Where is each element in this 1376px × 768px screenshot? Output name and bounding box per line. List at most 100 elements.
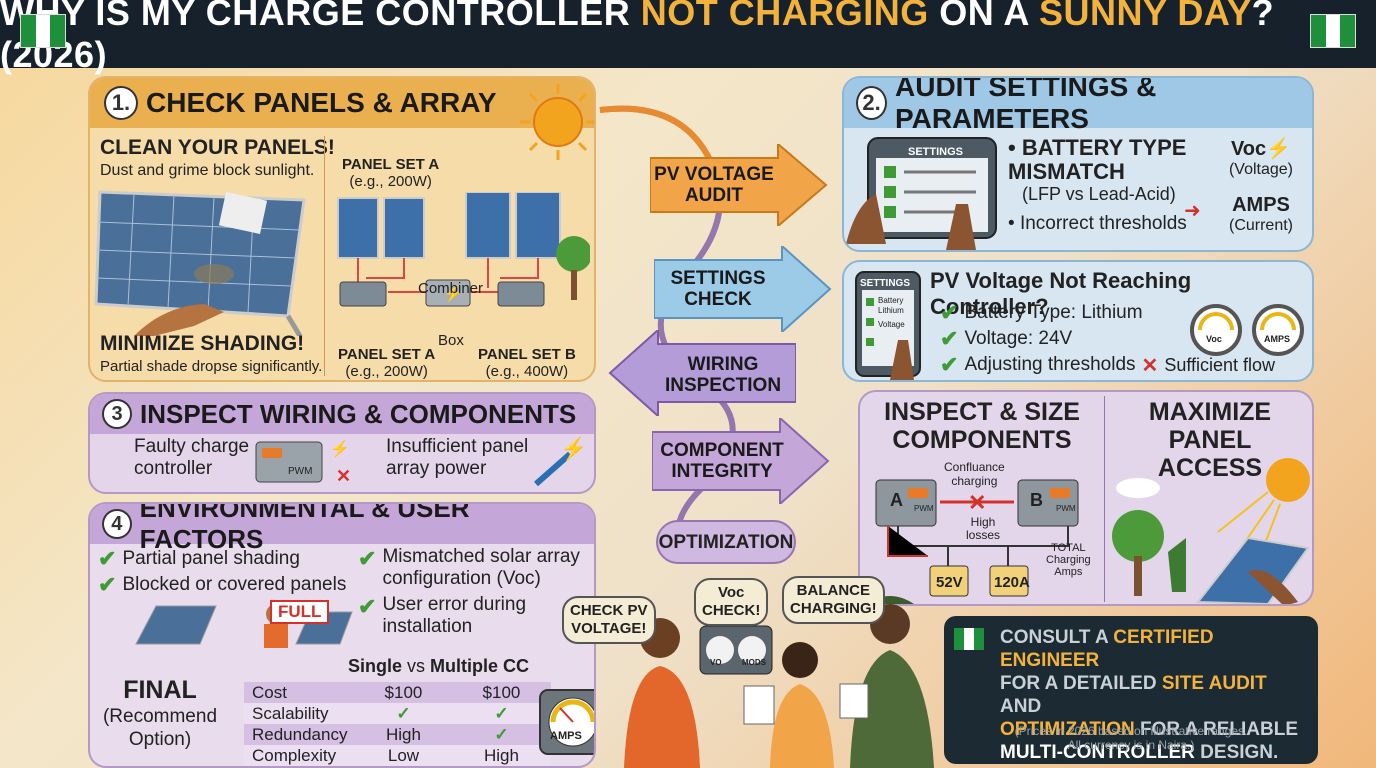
bubble-voc-check: Voc CHECK! xyxy=(694,578,769,626)
title-highlight-sunny-day: SUNNY DAY xyxy=(1039,0,1252,33)
minimize-shading-title: MINIMIZE SHADING! xyxy=(100,332,305,355)
panel1-heading: CHECK PANELS & ARRAY xyxy=(146,87,497,118)
consult-text: CONSULT A CERTIFIED ENGINEER FOR A DETAI… xyxy=(956,626,1306,764)
row-label: Redundancy xyxy=(244,724,356,745)
pv-voltage-audit-step: PV VOLTAGE AUDIT xyxy=(654,164,774,206)
arrow-pv-voltage-shape xyxy=(650,144,828,226)
table-header: Single vs Multiple CC xyxy=(348,656,529,677)
factor-item: ✔User error during installation xyxy=(358,594,580,638)
title-part2: ON A xyxy=(928,0,1040,33)
consult-highlight: OPTIMIZATION xyxy=(1000,719,1135,740)
single-cc-value: $100 xyxy=(355,682,452,703)
consult-text-part: CONSULT A xyxy=(1000,627,1114,648)
amps-title: AMPS xyxy=(1232,194,1290,216)
comparison-row: Cost$100$100 xyxy=(244,682,552,703)
multi-cc-value: $100 xyxy=(451,682,552,703)
row-label: Scalability xyxy=(244,703,356,724)
tablet-title: SETTINGS xyxy=(908,146,964,158)
arrow-wiring-shape xyxy=(608,330,796,416)
pv-item-text: Adjusting thresholds xyxy=(964,354,1136,375)
pv-item: ✔Voltage: 24V xyxy=(940,326,1275,352)
maximize-access-title: MAXIMIZE PANEL ACCESS xyxy=(1148,398,1272,482)
consult-line: CONSULT A CERTIFIED ENGINEER xyxy=(1000,626,1306,672)
cross-icon: ✕ xyxy=(1141,354,1159,377)
inspect-size-title: INSPECT & SIZE COMPONENTS xyxy=(884,398,1080,454)
panel-set-a-bottom: PANEL SET A(e.g., 200W) xyxy=(338,346,435,380)
svg-text:⚡: ⚡ xyxy=(330,439,350,458)
comparison-row: Scalability✓✓ xyxy=(244,703,552,724)
step-number: 2. xyxy=(856,86,888,120)
insufficient-power-text: Insufficient panel array power xyxy=(386,436,529,479)
right-factor-list: ✔Mismatched solar array configuration (V… xyxy=(358,546,580,638)
box-label: Box xyxy=(438,332,464,349)
panel-environmental-factors: 4 ENVIRONMENTAL & USER FACTORS ✔Partial … xyxy=(88,502,596,768)
pv-item-text: Voltage: 24V xyxy=(964,328,1073,349)
check-icon: ✔ xyxy=(98,546,117,571)
combiner-label: Combiner xyxy=(418,280,484,297)
pv-item: ✔Adjusting thresholds✕Sufficient flow xyxy=(940,352,1275,378)
check-icon: ✔ xyxy=(940,326,959,351)
title-part1: WHY IS MY CHARGE CONTROLLER xyxy=(0,0,641,33)
high-losses-label: High losses xyxy=(966,515,1001,542)
check-icon: ✔ xyxy=(940,352,959,377)
red-arrow-icon: ➜ xyxy=(1184,200,1201,222)
full-label: FULL xyxy=(270,600,330,624)
single-cc-value: High xyxy=(355,724,452,745)
amps-sub: (Current) xyxy=(1228,217,1293,234)
multi-cc-value: High xyxy=(451,745,552,766)
divider xyxy=(1104,396,1105,602)
check-icon: ✔ xyxy=(940,300,959,325)
controller-a-type: PWM xyxy=(914,504,934,513)
factor-item: ✔Partial panel shading xyxy=(98,546,346,572)
consult-line: FOR A DETAILED SITE AUDIT AND xyxy=(1000,672,1306,718)
table-header-single: Single xyxy=(348,656,403,676)
phone-title: SETTINGS xyxy=(860,278,911,289)
amps-label-block: AMPS (Current) xyxy=(1216,194,1306,235)
single-cc-value: Low xyxy=(355,745,452,766)
multi-cc-value: ✓ xyxy=(451,724,552,745)
panel4-heading: ENVIRONMENTAL & USER FACTORS xyxy=(139,502,470,554)
amps-gauge-label: AMPS xyxy=(550,730,582,742)
audit-bullets: • BATTERY TYPE MISMATCH (LFP vs Lead-Aci… xyxy=(1008,136,1208,235)
table-header-vs: vs xyxy=(402,656,431,676)
panel-array-diagram: ⚡ xyxy=(337,192,590,307)
settings-check-step: SETTINGS CHECK xyxy=(670,268,766,310)
battery-52v-label: 52V xyxy=(936,574,963,591)
tablet-settings-icon xyxy=(846,137,997,250)
engineers-illustration xyxy=(624,596,934,768)
factor-text: Mismatched solar array configuration (Vo… xyxy=(382,546,580,589)
row-label: Cost xyxy=(244,682,356,703)
arrow-component-shape xyxy=(652,418,830,504)
gauge-amps-label: AMPS xyxy=(1264,334,1291,344)
panel-pv-voltage: SETTINGS Battery Lithium Voltage PV Volt… xyxy=(842,260,1314,382)
phone-line: Voltage xyxy=(878,320,905,329)
final-title: FINAL xyxy=(123,676,197,704)
wiring-inspection-step: WIRING INSPECTION xyxy=(664,354,782,396)
title-bar: WHY IS MY CHARGE CONTROLLER NOT CHARGING… xyxy=(0,0,1376,75)
consult-highlight: MULTI-CONTROLLER xyxy=(1000,742,1195,763)
svg-text:✕: ✕ xyxy=(336,466,351,486)
battery-120a-label: 120A xyxy=(994,574,1030,591)
divider xyxy=(324,136,325,376)
final-subtitle: (Recommend Option) xyxy=(102,706,218,750)
panel-check-panels: 1. CHECK PANELS & ARRAY CLEAN YOUR PANEL… xyxy=(88,76,596,382)
pv-item: ✔Battery Type: Lithium xyxy=(940,300,1275,326)
panel3-header: 3 INSPECT WIRING & COMPONENTS xyxy=(90,394,594,434)
nigeria-flag-icon xyxy=(20,14,66,48)
check-icon: ✔ xyxy=(98,572,117,597)
consult-highlight: CERTIFIED ENGINEER xyxy=(1000,627,1214,671)
faulty-controller-icon: PWM ⚡ ✕ xyxy=(255,439,351,486)
panel-access-illustration xyxy=(1112,458,1310,604)
panel2-header: 2. AUDIT SETTINGS & PARAMETERS xyxy=(844,78,1312,134)
panel-set-a-top-label: PANEL SET A xyxy=(342,156,440,173)
table-header-multi: Multiple CC xyxy=(430,656,530,676)
bubble-balance-charging: BALANCE CHARGING! xyxy=(782,576,885,624)
amps-gauge-icon xyxy=(539,689,594,755)
step-number: 1. xyxy=(104,86,138,120)
controller-b-type: PWM xyxy=(1056,504,1076,513)
faulty-controller-text: Faulty charge controller xyxy=(134,436,250,479)
panel-set-b-bottom: PANEL SET B(e.g., 400W) xyxy=(478,346,576,380)
